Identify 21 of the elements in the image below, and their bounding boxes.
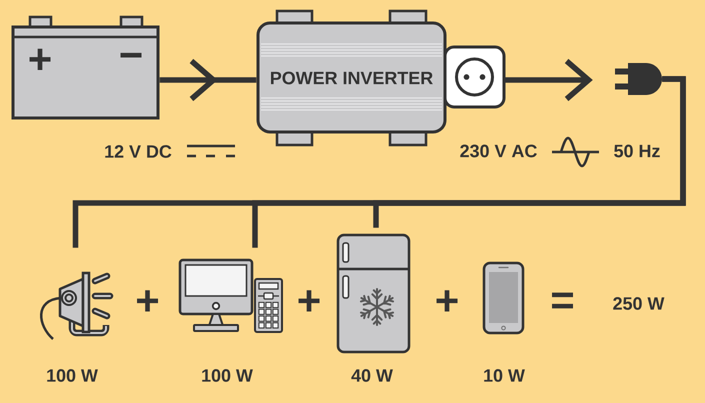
plus-sign: + bbox=[298, 290, 320, 312]
voltage-label: 230 V AC bbox=[460, 144, 537, 158]
refrigerator bbox=[336, 234, 410, 354]
desktop-computer bbox=[178, 258, 283, 333]
arrow bbox=[506, 58, 593, 102]
frequency-label: 50 Hz bbox=[614, 144, 660, 158]
plus-sign: + bbox=[137, 290, 158, 312]
polarity-sign: + bbox=[30, 48, 51, 70]
power-socket bbox=[444, 46, 506, 108]
power-label: 40 W bbox=[351, 369, 393, 382]
power-plug bbox=[615, 63, 662, 95]
power-label: 100 W bbox=[47, 369, 98, 382]
polarity-sign: − bbox=[120, 52, 142, 58]
floodlight bbox=[40, 272, 114, 340]
total-power-label: 250 W bbox=[613, 297, 664, 310]
connector-line bbox=[373, 76, 686, 228]
plus-sign: + bbox=[436, 290, 458, 312]
voltage-label: 12 V DC bbox=[105, 145, 172, 158]
smartphone bbox=[482, 262, 524, 334]
power-label: 100 W bbox=[202, 369, 253, 382]
power-label: 10 W bbox=[484, 369, 525, 382]
